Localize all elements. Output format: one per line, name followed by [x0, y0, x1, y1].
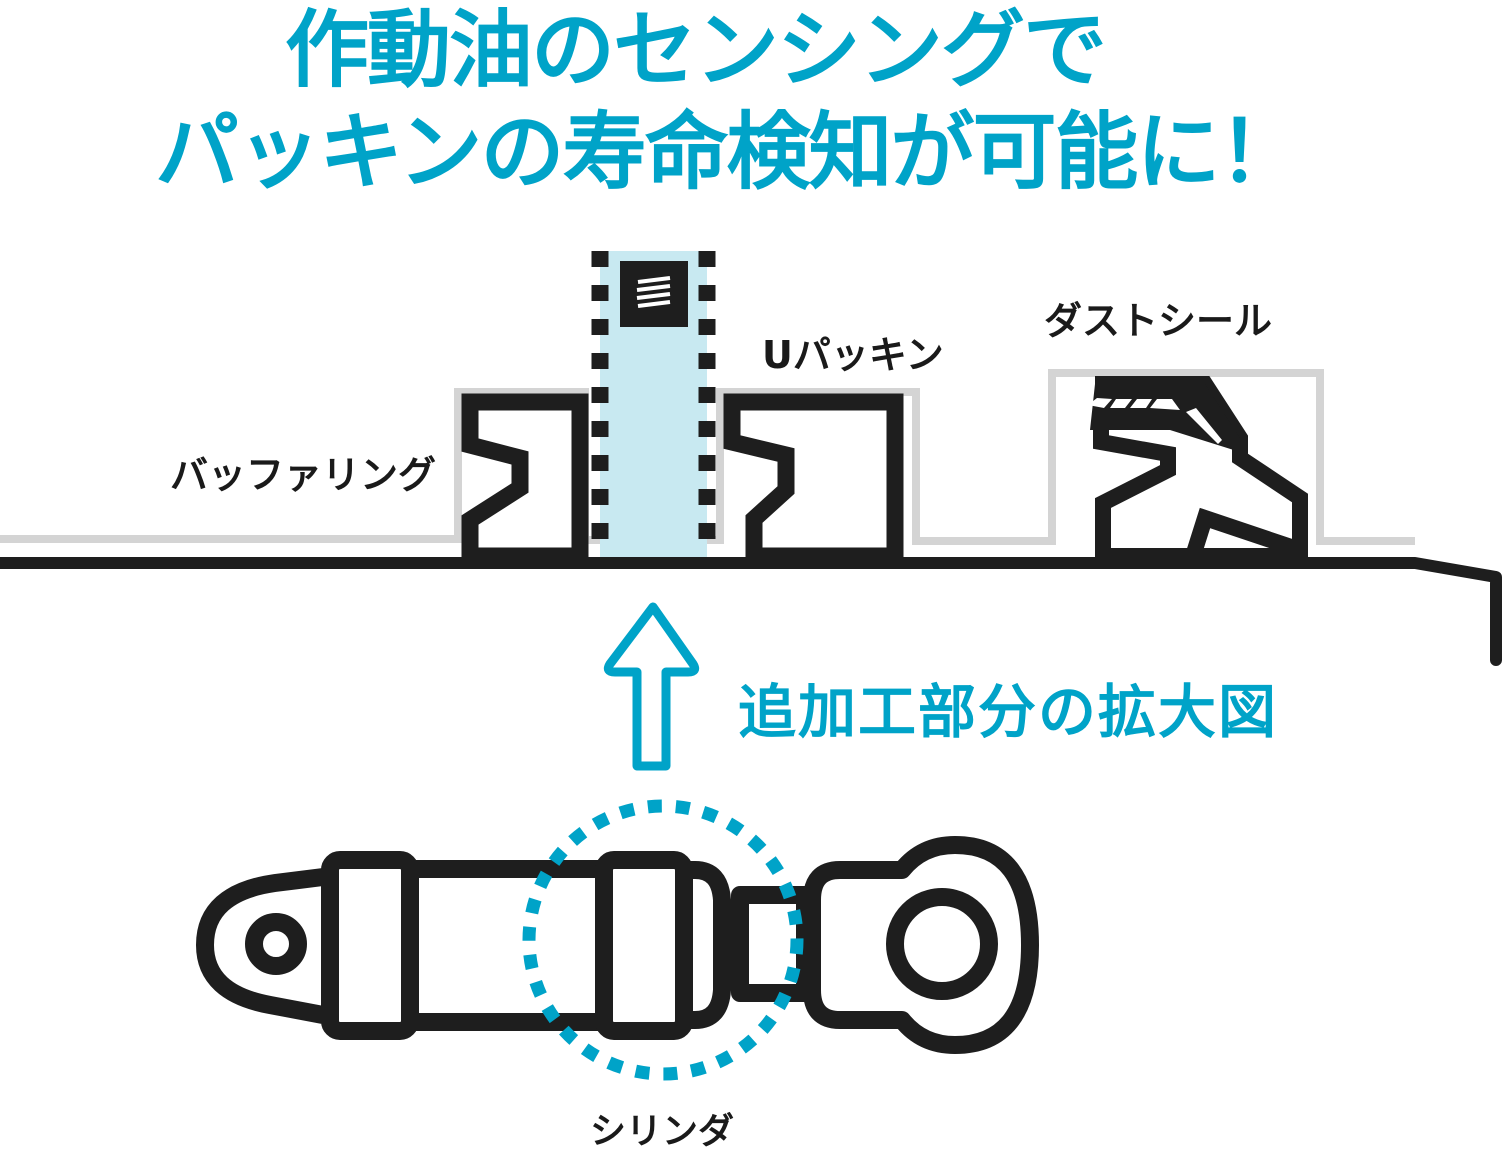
cylinder-illustration	[196, 836, 1039, 1054]
rod-surface-line	[0, 557, 1502, 666]
label-u-packing: Uパッキン	[762, 333, 944, 377]
enlarged-view-caption: 追加工部分の拡大図	[738, 678, 1279, 746]
sensor-chip-icon	[620, 261, 688, 327]
buffer-ring-shape	[461, 393, 589, 565]
housing-outline	[0, 369, 1415, 545]
headline-line2: パッキンの寿命検知が可能に！	[155, 103, 1302, 201]
label-dust-seal: ダストシール	[1044, 299, 1273, 343]
label-cylinder: シリンダ	[590, 1111, 735, 1152]
headline-line1: 作動油のセンシングで	[285, 1, 1107, 99]
u-packing-shape	[723, 393, 904, 565]
label-buffer-ring: バッファリング	[170, 453, 437, 497]
zoom-highlight-circle	[522, 799, 804, 1081]
arrow-up-icon	[603, 602, 700, 771]
dust-seal-shape	[1088, 376, 1308, 564]
